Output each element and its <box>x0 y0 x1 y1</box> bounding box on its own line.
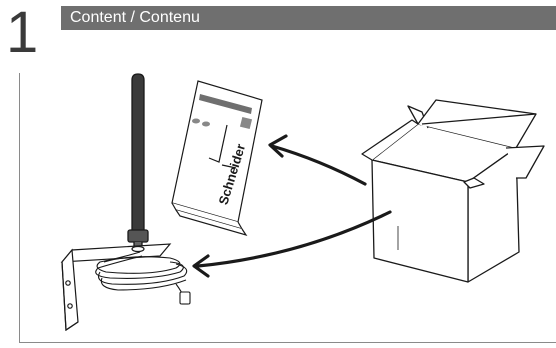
arrow-to-manual-icon <box>268 134 367 186</box>
antenna-icon <box>127 73 149 251</box>
open-box-icon <box>361 99 545 283</box>
section-header-bar <box>61 6 556 30</box>
section-title: Content / Contenu <box>70 9 200 26</box>
content-frame <box>19 73 556 343</box>
arrow-to-antenna-icon <box>192 210 392 278</box>
step-number: 1 <box>6 0 39 65</box>
manual-booklet-icon <box>171 80 263 237</box>
coiled-cable-icon <box>95 251 191 305</box>
